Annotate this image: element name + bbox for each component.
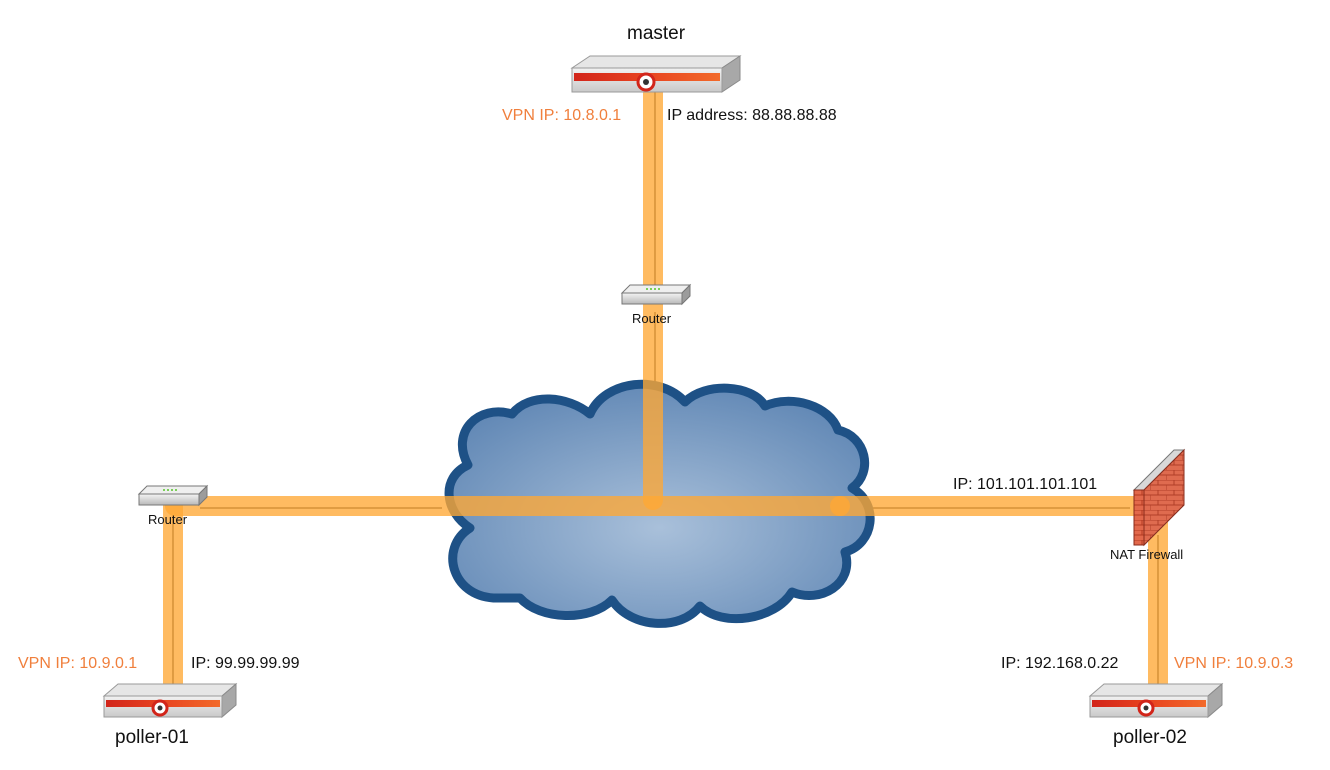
firewall-ip-label: IP: 101.101.101.101	[953, 476, 1098, 493]
poller02-server-icon	[1088, 682, 1224, 719]
router-left-icon	[137, 484, 209, 507]
master-server-icon	[570, 55, 742, 93]
poller02-vpn-ip-label: VPN IP: 10.9.0.3	[1174, 655, 1294, 672]
poller01-server-icon	[102, 682, 238, 719]
master-vpn-ip-label: VPN IP: 10.8.0.1	[502, 107, 622, 124]
vpn-tunnels	[163, 80, 1168, 696]
router-top-icon	[620, 283, 692, 306]
firewall-icon	[1132, 448, 1186, 547]
router-top-label: Router	[632, 311, 672, 326]
poller02-ip-label: IP: 192.168.0.22	[1001, 655, 1119, 672]
poller01-ip-label: IP: 99.99.99.99	[191, 655, 300, 672]
poller01-name-label: poller-01	[115, 727, 189, 748]
master-ip-label: IP address: 88.88.88.88	[667, 107, 837, 124]
poller01-vpn-ip-label: VPN IP: 10.9.0.1	[18, 655, 138, 672]
poller02-name-label: poller-02	[1113, 727, 1187, 748]
master-name-label: master	[627, 23, 686, 44]
router-left-label: Router	[148, 512, 188, 527]
firewall-label: NAT Firewall	[1110, 547, 1184, 562]
